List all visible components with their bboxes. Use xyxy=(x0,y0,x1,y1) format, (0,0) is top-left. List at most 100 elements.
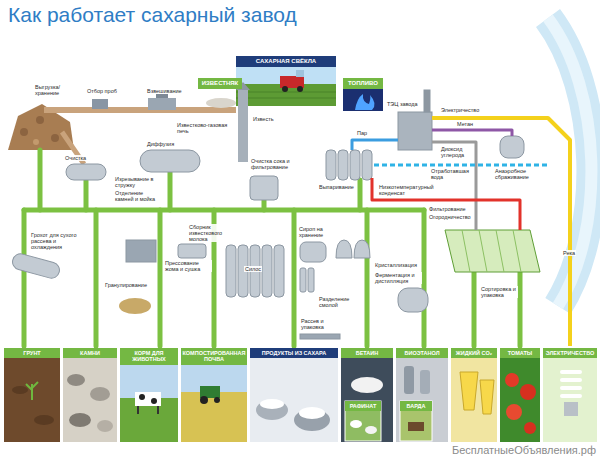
product-photos-part xyxy=(420,370,430,394)
node-text: ИЗВЕСТНЯК xyxy=(199,80,241,87)
process-label: Огородничество xyxy=(428,214,472,220)
node-text: ТОМАТЫ xyxy=(501,350,539,356)
product-photos-part xyxy=(139,394,145,400)
process-pipes-part xyxy=(292,210,297,346)
source-label: САХАРНАЯ СВЁКЛА xyxy=(236,56,336,67)
process-pipes-part xyxy=(422,210,427,346)
product-photos-part xyxy=(200,396,208,404)
product-label: РАФИНАТ xyxy=(345,401,381,411)
process-label: Отбор проб xyxy=(86,88,118,94)
product-label: КОРМ ДЛЯ ЖИВОТНЫХ xyxy=(120,348,178,365)
node-text: КОРМ ДЛЯ ЖИВОТНЫХ xyxy=(121,350,177,363)
product-photos-part xyxy=(451,358,497,442)
process-label: Очистка xyxy=(64,155,87,161)
process-label: Сборник известкового молока xyxy=(188,224,236,242)
product-photos-part xyxy=(365,426,377,434)
product-label: БЕТАИН xyxy=(341,348,393,358)
pellets xyxy=(119,298,151,314)
product-photos-part xyxy=(250,358,338,442)
process-label: Грохот для сухого рассева и охлаждения xyxy=(30,232,86,250)
beet-field-photo-part xyxy=(296,70,304,77)
product-photos-part xyxy=(396,358,448,442)
process-pipes-part xyxy=(518,272,523,346)
node-text: БАРДА xyxy=(401,403,431,409)
process-vessels-part xyxy=(300,268,306,292)
product-photos-part xyxy=(4,358,60,442)
process-label: Гранулирование xyxy=(104,282,148,288)
node-text: РАФИНАТ xyxy=(346,403,380,409)
product-photos-part xyxy=(34,415,54,425)
process-label: Диоксид углерода xyxy=(440,146,474,158)
process-vessels-part xyxy=(126,240,156,262)
utility-lines-part xyxy=(372,178,520,230)
conveyor-part xyxy=(44,107,236,113)
process-label: Кристаллизация xyxy=(374,262,418,268)
product-photos-part xyxy=(341,358,393,442)
process-vessels-part xyxy=(250,176,278,200)
product-photos-part xyxy=(350,420,362,428)
product-photos-part xyxy=(260,399,284,409)
process-label: Фильтрование xyxy=(428,206,467,212)
process-pipes-part xyxy=(262,200,267,210)
product-photos-part xyxy=(67,374,85,386)
process-vessels-part xyxy=(300,242,326,262)
source-label: ТОПЛИВО xyxy=(343,78,383,89)
product-photos-part xyxy=(181,392,247,442)
process-label: Очистка сока и фильтрование xyxy=(250,158,302,170)
process-label: Изрезывание в стружку xyxy=(114,176,160,188)
node-text: БИОЭТАНОЛ xyxy=(397,350,447,356)
lime-kiln-part xyxy=(238,90,248,162)
product-photos-part xyxy=(26,382,38,400)
product-photos-part xyxy=(256,400,288,420)
fuel-photo-part xyxy=(343,89,383,111)
product-photos-part xyxy=(543,358,597,442)
process-pipes xyxy=(24,150,520,346)
process-vessels-part xyxy=(262,245,272,297)
product-label: КАМНИ xyxy=(63,348,117,358)
process-pipes-part xyxy=(38,150,43,210)
node-text: ГРУНТ xyxy=(5,350,59,356)
process-vessels-part xyxy=(398,288,428,312)
utility-lines-part xyxy=(432,118,570,346)
process-label: Сортировка и упаковка xyxy=(480,286,518,298)
process-vessels-part xyxy=(11,252,62,280)
product-photos-part xyxy=(69,413,91,427)
conveyor-part xyxy=(156,94,168,98)
product-label: ПРОДУКТЫ ИЗ САХАРА xyxy=(250,348,338,358)
beet-field-photo xyxy=(236,66,336,106)
product-photos-part xyxy=(63,358,117,442)
greenhouse-part xyxy=(445,230,540,272)
product-photos-part xyxy=(138,406,158,414)
process-label: Река xyxy=(562,250,576,256)
conveyor-part xyxy=(148,98,176,110)
product-photos xyxy=(4,358,597,442)
process-vessels-part xyxy=(354,240,370,258)
product-label: ГРУНТ xyxy=(4,348,60,358)
process-label: Взвешивание xyxy=(146,88,183,94)
pellets-part xyxy=(119,298,151,314)
product-label: КОМПОСТИРОВАННАЯ ПОЧВА xyxy=(181,348,247,365)
process-label: Пар xyxy=(356,130,368,136)
process-pipes-part xyxy=(358,180,363,210)
process-vessels-part xyxy=(140,150,200,172)
product-photos-part xyxy=(97,420,113,432)
process-label: Отделение камней и мойка xyxy=(114,190,164,202)
process-label: Известково-газовая печь xyxy=(176,122,236,134)
conveyor xyxy=(44,94,236,164)
greenhouse-part xyxy=(462,230,521,272)
process-label: Выгрузка/ хранение xyxy=(34,84,70,96)
product-photos-part xyxy=(151,398,157,404)
beet-field-photo-part xyxy=(236,92,336,98)
process-vessels-part xyxy=(326,150,336,180)
process-vessels-part xyxy=(308,268,314,292)
product-photos-part xyxy=(505,373,519,387)
product-photos-part xyxy=(460,372,478,410)
product-photos-part xyxy=(299,407,325,419)
beet-pile-part xyxy=(36,116,44,124)
product-photos-part xyxy=(351,377,383,393)
beet-field-photo-part xyxy=(297,86,303,92)
process-pipes-part xyxy=(94,210,99,346)
beet-field-photo-part xyxy=(236,84,336,106)
product-photos-part xyxy=(135,392,161,406)
process-label: Прессование жома и сушка xyxy=(164,260,212,272)
